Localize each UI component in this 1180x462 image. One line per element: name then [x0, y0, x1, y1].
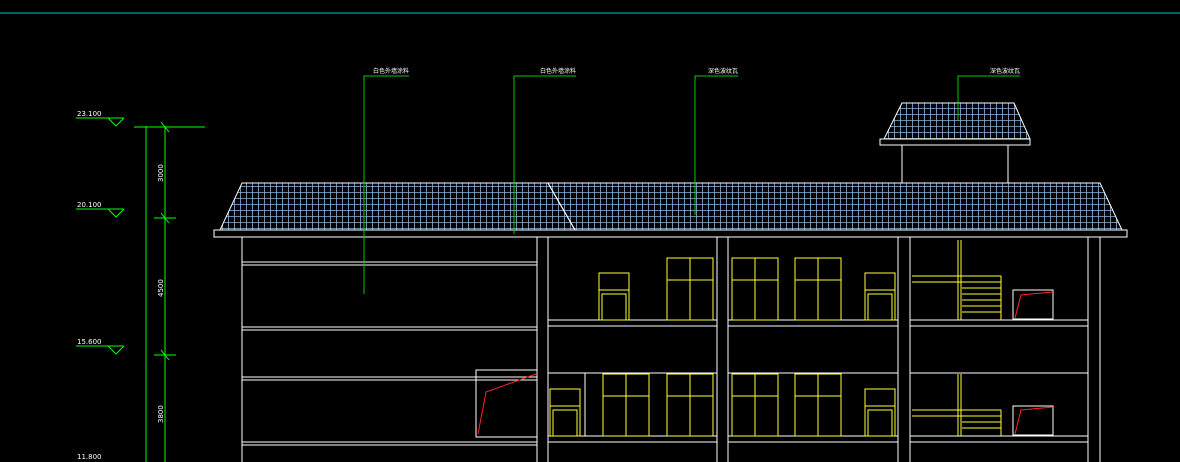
annotation-leaders	[363, 75, 1020, 294]
dimension-label-3800: 3800	[157, 405, 165, 423]
dimension-label-4500: 4500	[157, 279, 165, 297]
elevation-label-23100: 23.100	[77, 110, 102, 118]
dimension-label-3000: 3000	[157, 164, 165, 182]
dimension-chain	[134, 121, 205, 462]
main-roof	[213, 182, 1128, 238]
annotation-white-paint-2: 白色外墙涂料	[540, 67, 576, 75]
stair-upper	[912, 240, 1002, 320]
section-mark-left	[477, 373, 537, 435]
annotation-dark-tile-2: 深色波纹瓦	[990, 67, 1020, 75]
section-mark-stair-lower	[1014, 406, 1054, 435]
elevation-markers	[76, 117, 125, 355]
annotation-white-paint-1: 白色外墙涂料	[373, 67, 409, 75]
right-block-frame	[547, 237, 1101, 462]
section-mark-stair-upper	[1014, 291, 1054, 319]
elevation-label-15600: 15.600	[77, 338, 102, 346]
windows	[549, 257, 896, 437]
elevation-label-11800: 11.800	[77, 453, 102, 461]
elevation-label-20100: 20.100	[77, 201, 102, 209]
annotation-dark-tile-1: 深色波纹瓦	[708, 67, 738, 75]
left-wing-wall	[241, 237, 538, 462]
stair-lower	[912, 374, 1002, 436]
penthouse	[879, 102, 1031, 183]
